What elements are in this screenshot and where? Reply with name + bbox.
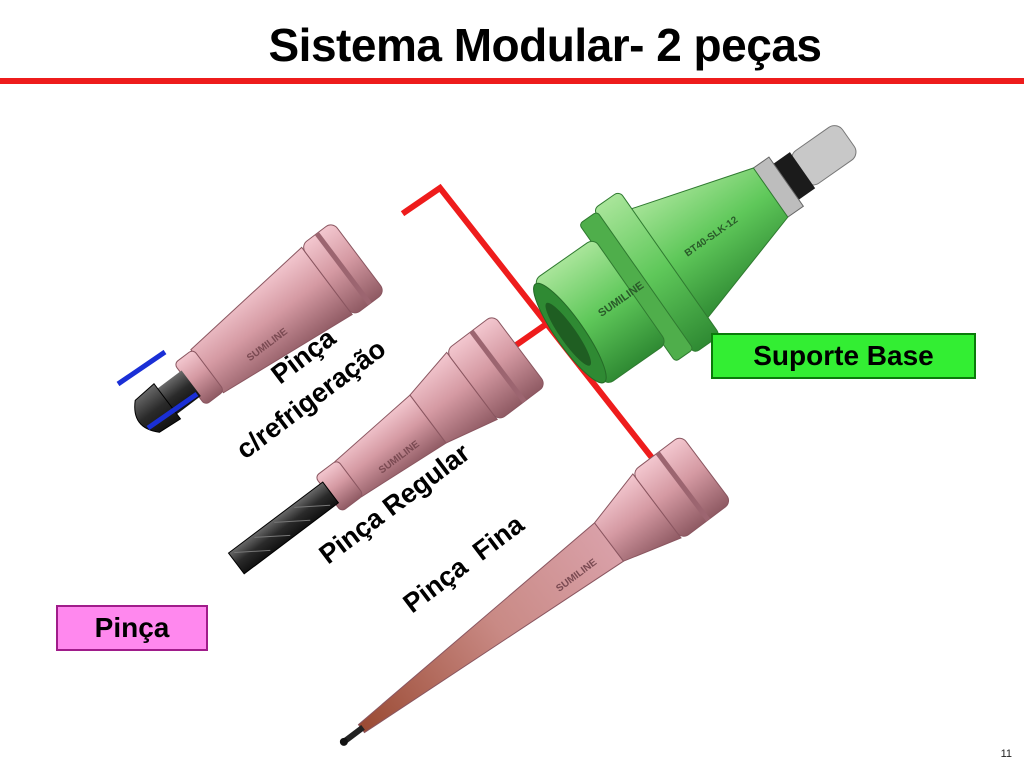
- collet-coolant-icon: SUMILINE: [134, 224, 383, 433]
- title-underline: [0, 78, 1024, 84]
- suporte-base-box: Suporte Base: [711, 333, 976, 379]
- slide-title: Sistema Modular- 2 peças: [268, 19, 822, 71]
- coolant-marker-bottom: [146, 391, 199, 431]
- page-number: 11: [1000, 748, 1012, 760]
- collet-regular-icon: SUMILINE: [227, 317, 544, 575]
- tool-holder-icon: SUMILINE BT40-SLK-12: [533, 125, 857, 384]
- coolant-marker-top: [116, 349, 167, 387]
- pinca-box: Pinça: [56, 605, 208, 651]
